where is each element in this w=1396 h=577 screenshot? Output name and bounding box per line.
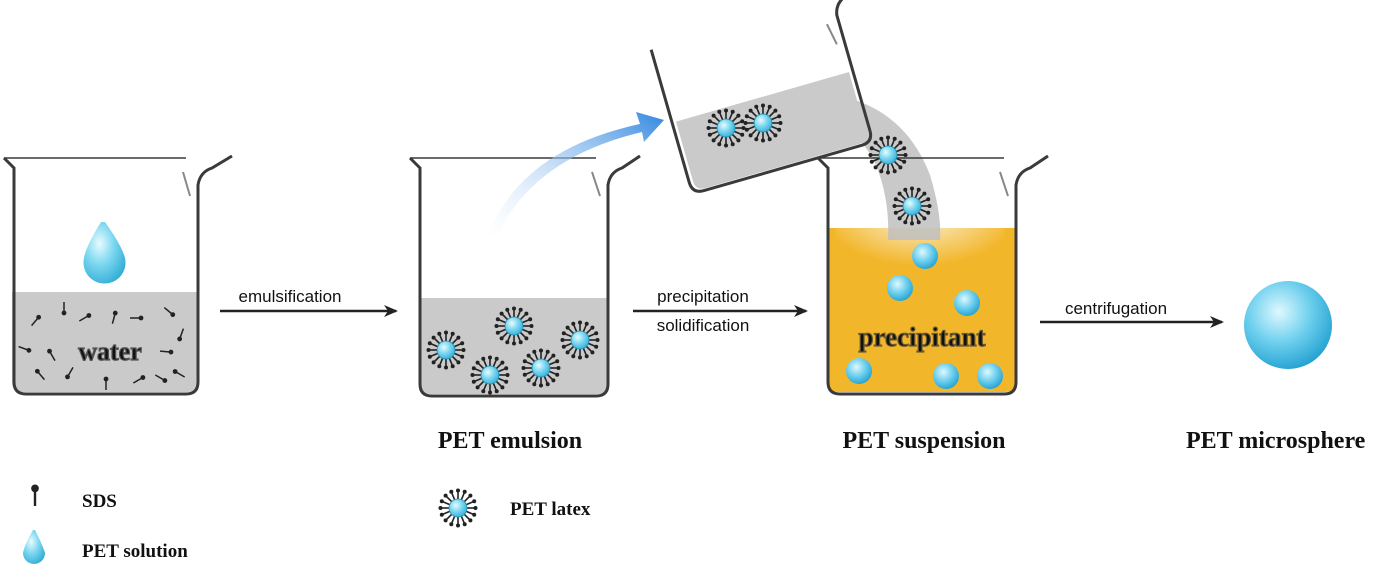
beaker-water: water: [2, 154, 233, 396]
beaker-suspension: precipitant: [649, 0, 1049, 396]
legend-pet-solution: PET solution: [22, 530, 188, 565]
latex-in-pourer: [742, 102, 784, 144]
legend-pet-latex: PET latex: [437, 487, 591, 529]
pet-solution-droplet: [83, 222, 126, 284]
solidification-label: solidification: [657, 316, 750, 335]
latex-icon: [437, 487, 479, 529]
legend: SDS PET solution PET latex: [22, 483, 591, 565]
pouring-beaker: [649, 0, 873, 193]
pouring-outline: [649, 0, 873, 193]
latex-in-pourer: [705, 107, 747, 149]
pet-microsphere-caption: PET microsphere: [1186, 428, 1366, 454]
beaker-highlight: [182, 171, 191, 197]
legend-sds: SDS: [29, 483, 117, 512]
beaker-outline: [408, 154, 641, 398]
beaker-emulsion: [408, 112, 664, 398]
arrow-centrifugation: centrifugation: [1040, 299, 1224, 328]
water-liquid: [12, 292, 197, 392]
beaker-highlight: [999, 171, 1009, 197]
latex-falling: [891, 185, 933, 227]
legend-pet-latex-label: PET latex: [510, 499, 591, 520]
precipitation-label: precipitation: [657, 287, 749, 306]
sds-icon: [29, 483, 41, 508]
pet-microsphere: [1244, 281, 1332, 369]
solidified-particles: [846, 243, 1003, 389]
arrow-precipitation: precipitation solidification: [633, 287, 808, 335]
emulsion-liquid: [420, 298, 607, 394]
beaker-outline: [2, 154, 233, 396]
droplet-icon: [22, 530, 46, 565]
emulsification-label: emulsification: [239, 287, 342, 306]
latex-falling: [867, 134, 909, 176]
pet-emulsion-caption: PET emulsion: [438, 428, 582, 454]
pouring-highlight: [826, 23, 838, 45]
legend-sds-label: SDS: [82, 491, 117, 512]
transfer-arrow: [488, 112, 664, 238]
pet-suspension-caption: PET suspension: [843, 428, 1006, 454]
legend-pet-solution-label: PET solution: [82, 541, 188, 562]
centrifugation-label: centrifugation: [1065, 299, 1167, 318]
beaker-highlight: [591, 171, 601, 197]
beaker-outline: [816, 154, 1049, 396]
water-label: water: [78, 337, 142, 366]
precipitant-label: precipitant: [859, 322, 986, 352]
arrow-emulsification: emulsification: [220, 287, 398, 317]
